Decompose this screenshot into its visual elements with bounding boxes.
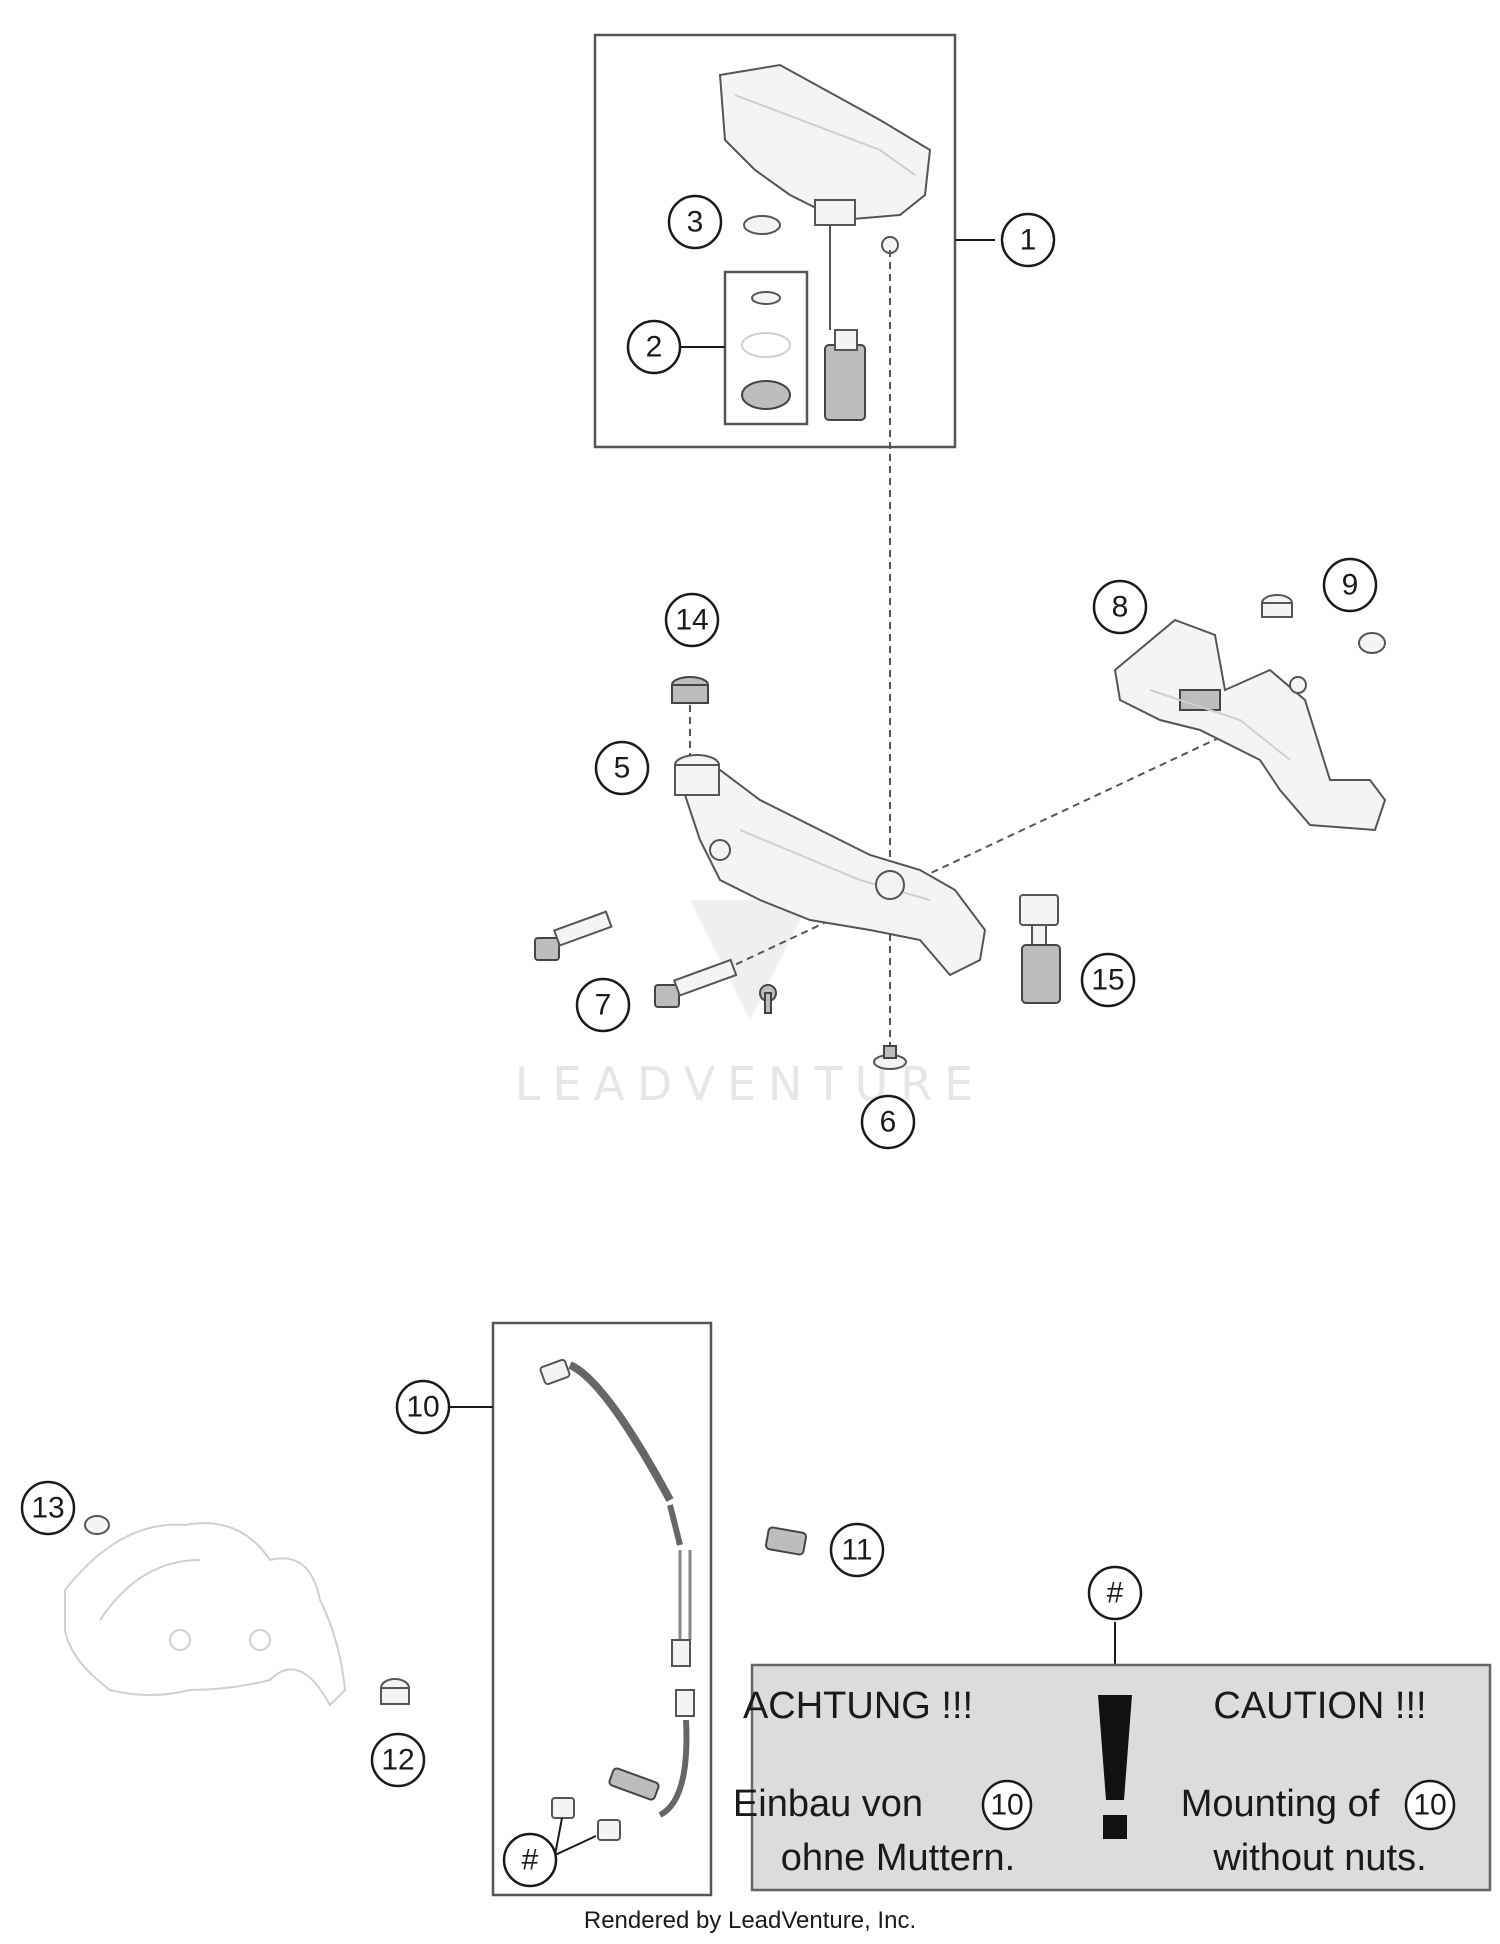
part-2-oring (741, 332, 791, 358)
part-7-screw-lower (654, 958, 738, 1008)
svg-text:2: 2 (646, 331, 663, 364)
callout-hash-box[interactable]: # (502, 1832, 558, 1888)
svg-text:15: 15 (1091, 964, 1124, 997)
part-9-bolt (1358, 632, 1386, 654)
svg-text:10: 10 (1413, 1789, 1446, 1822)
caution-de-line1: Einbau von (733, 1783, 923, 1825)
svg-text:8: 8 (1112, 591, 1129, 624)
svg-text:1: 1 (1020, 224, 1037, 257)
svg-text:9: 9 (1342, 569, 1359, 602)
caution-en-line1: Mounting of (1181, 1783, 1380, 1825)
svg-text:#: # (522, 1844, 539, 1877)
part-15-switch (1019, 894, 1061, 1004)
part-12-spacer (380, 1678, 410, 1705)
caution-de-ref: 10 (981, 1779, 1033, 1831)
mounting-bracket (678, 768, 987, 977)
svg-text:10: 10 (406, 1391, 439, 1424)
caution-en-line2: without nuts. (1212, 1837, 1426, 1879)
caution-en-ref: 10 (1404, 1779, 1456, 1831)
switch-bracket (1113, 618, 1387, 832)
part-5-sleeve (674, 754, 720, 796)
watermark-text: LEADVENTURE (515, 1057, 986, 1111)
svg-text:5: 5 (614, 752, 631, 785)
callout-9[interactable]: 9 (1322, 557, 1378, 613)
callout-8[interactable]: 8 (1092, 579, 1148, 635)
part-6-nut (873, 1045, 907, 1070)
callout-6[interactable]: 6 (860, 1094, 916, 1150)
callout-2[interactable]: 2 (626, 319, 682, 375)
callout-11[interactable]: 11 (829, 1522, 885, 1578)
svg-text:13: 13 (31, 1492, 64, 1525)
caution-note: ACHTUNG !!! Einbau von 10 ohne Muttern. … (733, 1663, 1492, 1892)
caution-en-title: CAUTION !!! (1213, 1685, 1426, 1727)
svg-text:6: 6 (880, 1106, 897, 1139)
svg-text:11: 11 (841, 1534, 872, 1567)
caution-de-line2: ohne Muttern. (781, 1837, 1015, 1879)
callout-1[interactable]: 1 (1000, 212, 1056, 268)
part-13-clip (84, 1515, 110, 1535)
callout-14[interactable]: 14 (664, 592, 720, 648)
box-10-nuts (551, 1797, 621, 1841)
svg-text:3: 3 (687, 206, 704, 239)
part-10-cable (539, 1358, 695, 1818)
part-11-clip (765, 1526, 807, 1556)
exclamation-icon (1098, 1695, 1132, 1839)
part-2-small-oring (751, 291, 781, 305)
callout-hash-note[interactable]: # (1087, 1565, 1143, 1621)
small-screw (759, 984, 777, 1014)
assembly-line-diagonal (659, 734, 1226, 1001)
svg-text:12: 12 (381, 1744, 414, 1777)
instrument-cluster (718, 63, 932, 421)
frame-reference (64, 1522, 347, 1707)
caution-de-title: ACHTUNG !!! (743, 1685, 973, 1727)
part-7-screw-upper (534, 910, 613, 961)
callout-10[interactable]: 10 (395, 1379, 451, 1435)
callout-5[interactable]: 5 (594, 740, 650, 796)
callout-12[interactable]: 12 (370, 1732, 426, 1788)
svg-text:10: 10 (990, 1789, 1023, 1822)
part-3-washer (743, 215, 781, 235)
callout-15[interactable]: 15 (1080, 952, 1136, 1008)
callout-7[interactable]: 7 (575, 977, 631, 1033)
footer-credit: Rendered by LeadVenture, Inc. (584, 1907, 916, 1934)
part-9-nut (1261, 594, 1293, 618)
kit-box-10 (491, 1321, 713, 1897)
callout-3[interactable]: 3 (667, 194, 723, 250)
svg-text:14: 14 (675, 604, 708, 637)
part-2-grommet (741, 380, 791, 410)
callout-13[interactable]: 13 (20, 1480, 76, 1536)
part-14-cap (671, 676, 709, 704)
svg-text:#: # (1107, 1577, 1124, 1610)
svg-text:7: 7 (595, 989, 612, 1022)
